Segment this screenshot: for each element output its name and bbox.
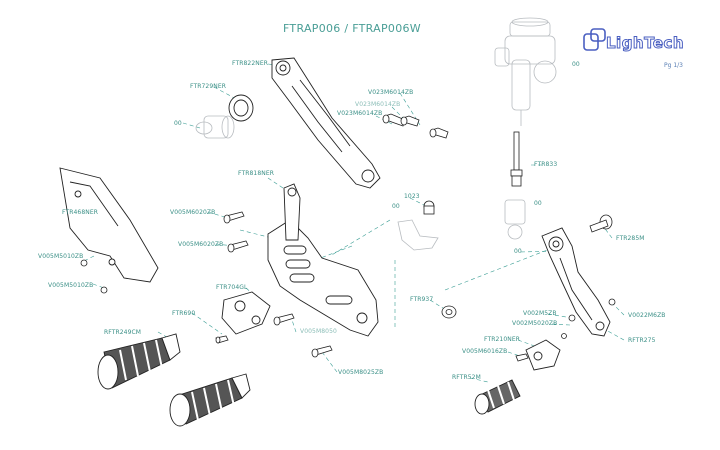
washer xyxy=(441,305,457,319)
bolts-top xyxy=(382,113,449,139)
master-cylinder-ghost xyxy=(494,17,557,126)
label-oo-clip: 00 xyxy=(392,203,400,210)
label-v005-6: V005M8025ZB xyxy=(338,369,384,376)
label-v002-3: V0022M6ZB xyxy=(628,312,666,319)
label-rftr52: RFTR52M xyxy=(452,374,481,381)
page-number: Pg 1/3 xyxy=(664,62,683,69)
label-ftr468ner: FTR468NER xyxy=(62,209,98,216)
label-oo-washer: 00 xyxy=(174,120,182,127)
label-ftr210: FTR210NER xyxy=(484,336,520,343)
clip-ghost xyxy=(397,219,439,251)
lightech-logo xyxy=(583,28,606,51)
diagram-title: FTRAP006 / FTRAP006W xyxy=(283,22,421,35)
gear-peg-adapter xyxy=(525,339,561,371)
label-v005-3: V005M5010ZB xyxy=(38,253,84,260)
bolts-lower xyxy=(215,298,616,362)
label-ftr818ner: FTR818NER xyxy=(238,170,274,177)
gear-lever-arm xyxy=(541,227,611,337)
label-rftr249: RFTR249CM xyxy=(104,329,142,336)
label-v023-3: V023M6014ZB xyxy=(337,110,383,117)
heel-guard-plate xyxy=(59,167,159,283)
label-oo-master: 00 xyxy=(572,61,580,68)
label-oo-rod: 00 xyxy=(534,200,542,207)
label-ftr822ner: FTR822NER xyxy=(232,60,268,67)
label-v023-2: V023M6014ZB xyxy=(355,101,401,108)
label-ftr704: FTR704GL xyxy=(216,284,248,291)
label-ftr285: FTR285M xyxy=(616,235,645,242)
footpeg-lower xyxy=(169,373,251,427)
foot-peg-adapter xyxy=(221,291,271,335)
label-v005-7: V005M6016ZB xyxy=(462,348,508,355)
logo-text: LighTech xyxy=(605,34,685,53)
gear-peg xyxy=(474,379,521,415)
label-ftr729ner: FTR729NER xyxy=(190,83,226,90)
label-v023-1: V023M6014ZB xyxy=(368,89,414,96)
upper-link-arm xyxy=(271,57,381,189)
label-rftr275: RFTR275 xyxy=(628,337,656,344)
label-oo-link: 00 xyxy=(514,248,522,255)
label-v005-2: V005M6020ZB xyxy=(178,241,224,248)
label-1023: 1023 xyxy=(404,193,420,200)
label-v005-4: V005M5010ZB xyxy=(48,282,94,289)
rod-end-ghost xyxy=(504,199,526,240)
footpeg-upper xyxy=(97,333,181,390)
clip-bolt xyxy=(423,200,435,215)
label-v005-5: V005M8050 xyxy=(300,328,337,335)
label-v002-2: V002M5020ZB xyxy=(512,320,558,327)
push-rod xyxy=(510,131,523,187)
label-v005-1: V005M6020ZB xyxy=(170,209,216,216)
label-ftr690: FTR690 xyxy=(172,310,196,317)
bearing xyxy=(228,94,254,122)
bolts-left xyxy=(80,211,249,294)
label-ftr937: FTR937 xyxy=(410,296,434,303)
pivot-pin xyxy=(589,214,613,233)
ghost-bushing xyxy=(195,115,235,139)
main-bracket xyxy=(267,183,379,337)
label-v002-1: V002M5ZB xyxy=(523,310,557,317)
label-ftr833: FTR833 xyxy=(534,161,558,168)
